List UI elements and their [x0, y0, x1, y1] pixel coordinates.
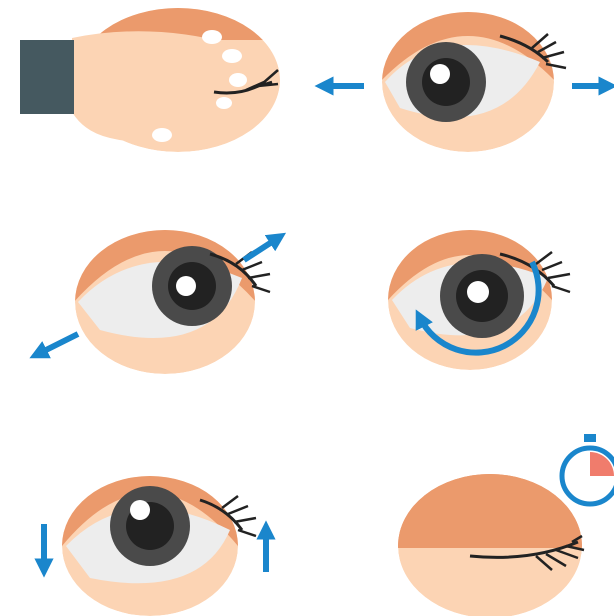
- look-left-right-panel: [324, 0, 608, 152]
- look-up-down-panel: [44, 470, 266, 616]
- down-left-arrow-icon: [38, 334, 78, 354]
- up-right-arrow-icon: [244, 238, 278, 260]
- palming-panel: [20, 0, 290, 152]
- eyes-closed-panel: [398, 434, 614, 616]
- sleeve: [20, 40, 74, 114]
- stopwatch-icon: [562, 434, 614, 504]
- eye-rolling-panel: [388, 220, 570, 370]
- look-diagonal-panel: [38, 220, 278, 374]
